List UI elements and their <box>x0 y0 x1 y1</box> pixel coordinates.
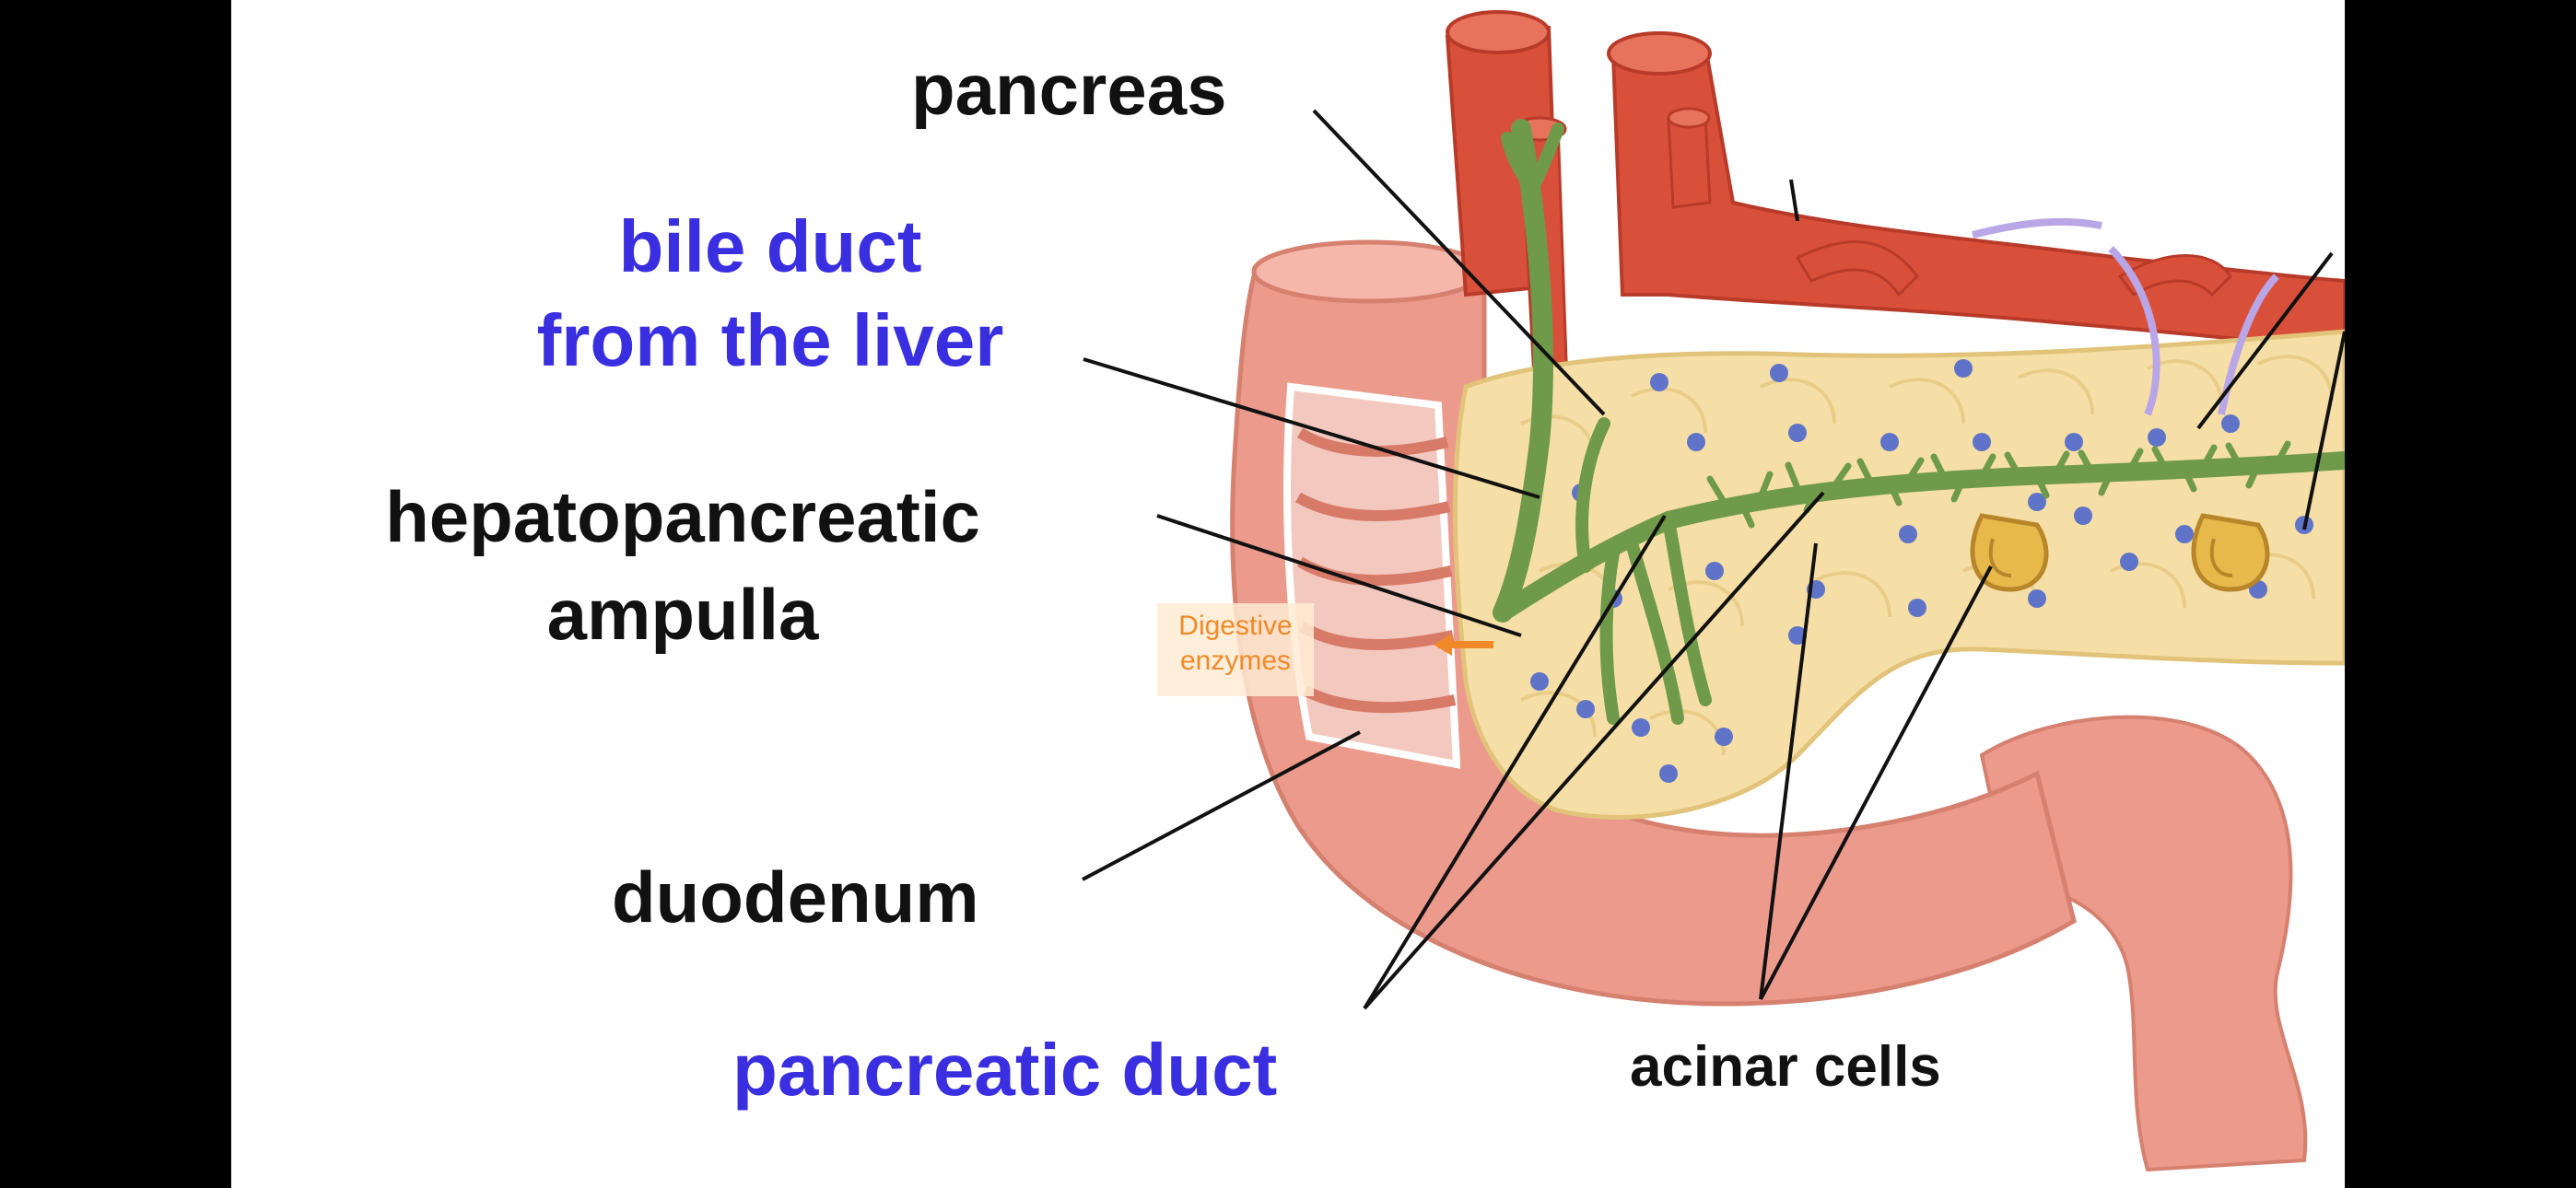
label-pancreatic-duct: pancreatic duct <box>732 1029 1278 1111</box>
artery-branch-1 <box>1610 43 2345 353</box>
label-duodenum: duodenum <box>612 856 979 938</box>
label-bile-duct-line1: bile duct <box>618 205 922 287</box>
colon <box>1979 715 2308 1172</box>
label-bile-duct-line2: from the liver <box>536 299 1004 381</box>
diagram-panel: pancreas bile duct from the liver hepato… <box>231 0 2345 1188</box>
acinar-clusters <box>1970 513 2270 592</box>
label-acinar-cells: acinar cells <box>1630 1035 1941 1099</box>
label-pancreas: pancreas <box>911 49 1227 130</box>
secretion-arrows <box>1972 217 2279 416</box>
intestinal-folds <box>1295 427 1457 714</box>
pancreas-anatomy-illustration <box>1082 10 2345 1172</box>
pancreatic-duct-shape <box>1493 451 2345 622</box>
label-ampulla-line2: ampulla <box>546 574 819 655</box>
islet-cells <box>1530 359 2313 783</box>
digestive-enzymes-tag: Digestive enzymes <box>1157 603 1314 696</box>
enzymes-line2: enzymes <box>1179 646 1292 676</box>
label-ampulla-line1: hepatopancreatic <box>385 476 980 557</box>
enzymes-line1: Digestive <box>1178 611 1293 641</box>
bile-duct-shape <box>1493 119 1553 623</box>
leader-lines <box>1082 109 2345 1010</box>
